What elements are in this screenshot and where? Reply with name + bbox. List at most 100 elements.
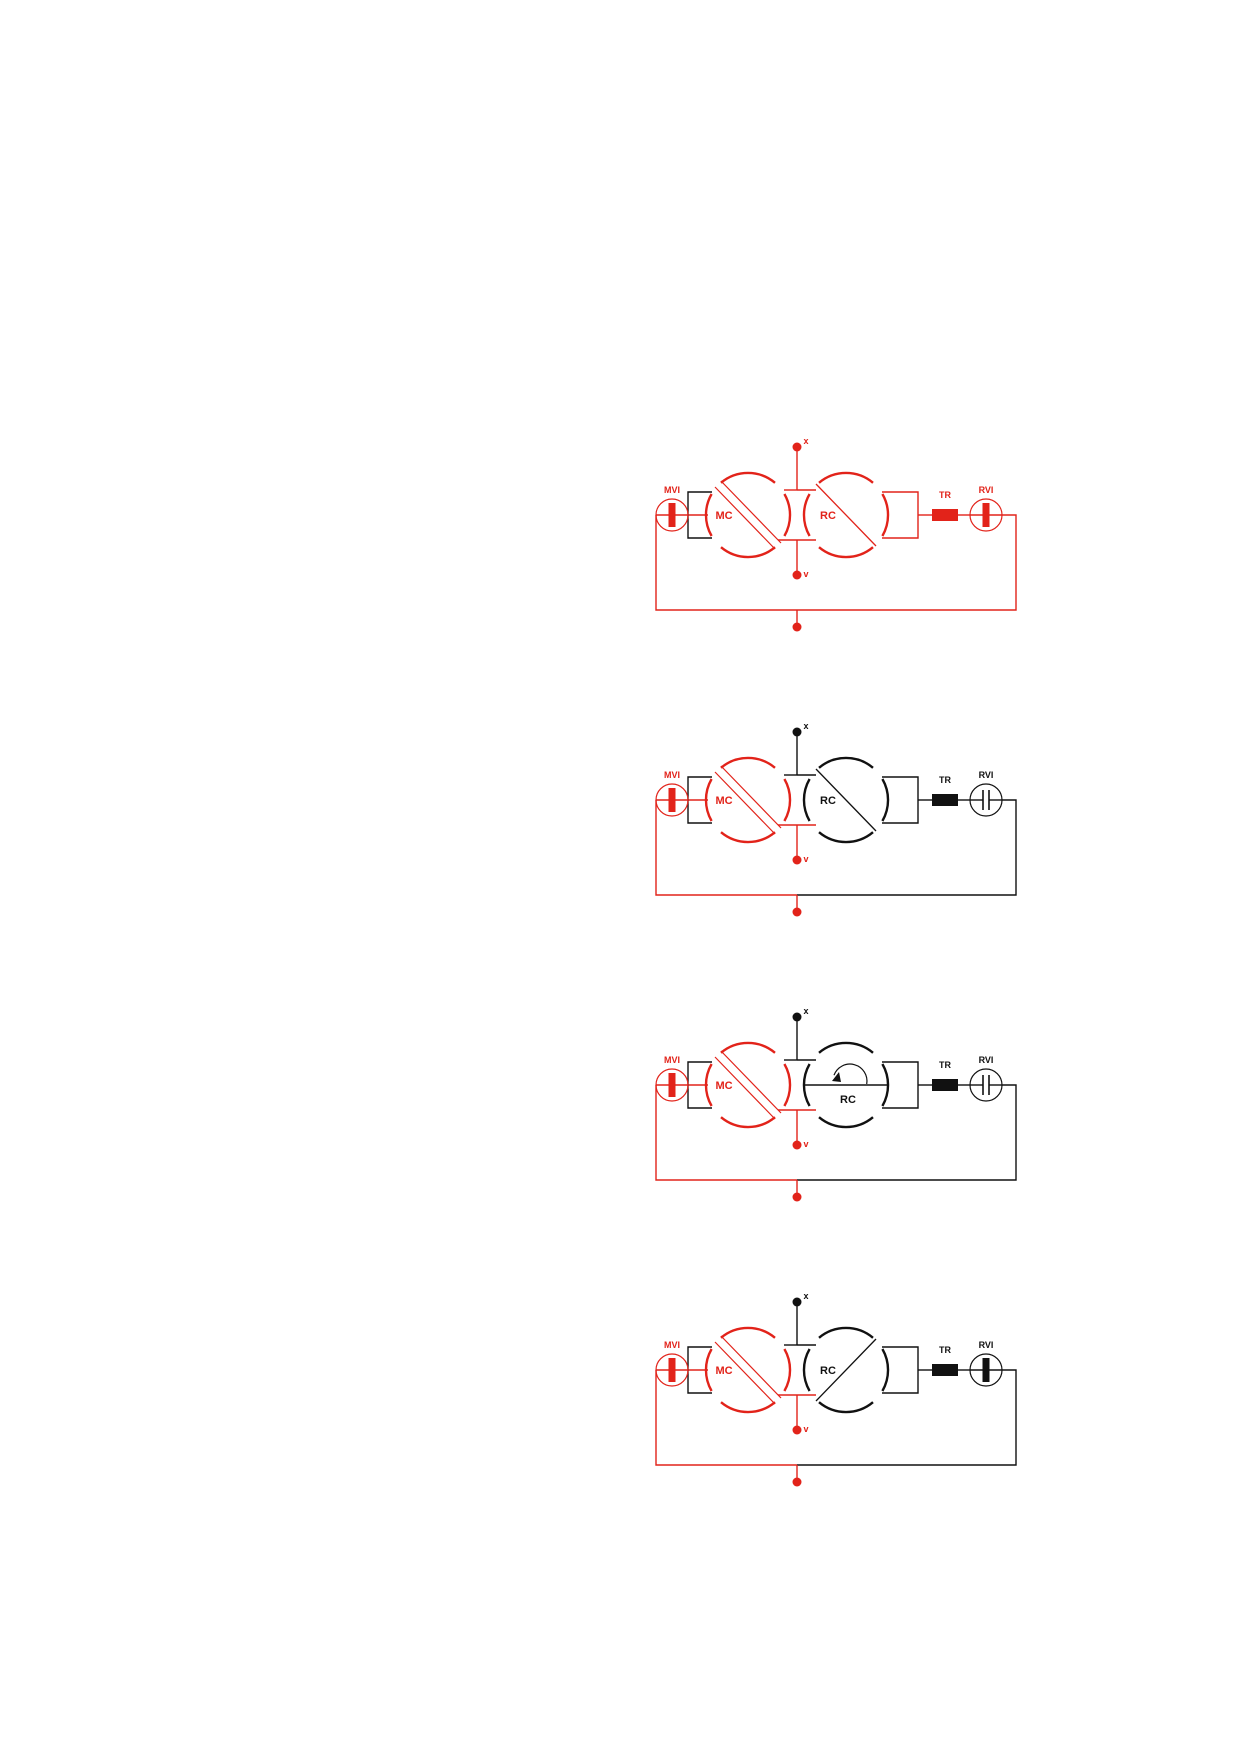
valve-arc-right [881, 778, 890, 822]
port-v-label: v [803, 1424, 808, 1434]
loop-right-wire [797, 799, 1017, 896]
loop-right-wire [797, 1084, 1017, 1181]
loop-left-wire [655, 1085, 797, 1181]
port-v-label: v [803, 1139, 808, 1149]
rvi-label: RVI [979, 770, 994, 780]
tr-resistor-icon [932, 794, 958, 806]
valve-arc-top [720, 1326, 776, 1339]
valve-arc-bottom [818, 546, 874, 559]
mvi-label: MVI [664, 1055, 680, 1065]
rotary-valve-label: RC [820, 510, 836, 522]
rotary-valve-label: MC [715, 510, 732, 522]
rotor-line [720, 480, 782, 544]
rotary-valve: MC [704, 1041, 792, 1129]
valve-arc-left [704, 1063, 713, 1107]
port-v-label: v [803, 854, 808, 864]
valve-arc-left [704, 1348, 713, 1392]
rvi-label: RVI [979, 1340, 994, 1350]
mvi-label: MVI [664, 770, 680, 780]
valve-arc-right [783, 493, 792, 537]
rotary-valve-label: MC [715, 795, 732, 807]
mvi-valve-icon [655, 1353, 689, 1387]
loop-left-wire [655, 800, 797, 896]
loop-right-wire [797, 1369, 1017, 1466]
rotor-line [720, 765, 782, 829]
mvi-label: MVI [664, 485, 680, 495]
rvi-label: RVI [979, 1055, 994, 1065]
valve-arc-top [720, 1041, 776, 1054]
rotor-line [815, 483, 877, 547]
valve-arc-bottom [720, 831, 776, 844]
valve-arc-bottom [720, 546, 776, 559]
rvi-valve-icon [969, 1353, 1003, 1387]
rotor-line [815, 1338, 877, 1402]
valve-arc-top [818, 1326, 874, 1339]
valve-arc-top [720, 471, 776, 484]
valve-arc-top [818, 756, 874, 769]
valve-arc-left [802, 493, 811, 537]
port-v-terminal [792, 1140, 802, 1150]
valve-arc-right [783, 1348, 792, 1392]
mvi-valve-icon [655, 1068, 689, 1102]
valve-bar [668, 788, 676, 812]
rotary-valve: RC [802, 756, 890, 844]
mvi-valve-icon [655, 783, 689, 817]
port-x-label: x [803, 721, 808, 731]
mvi-valve-icon [655, 498, 689, 532]
valve-arc-bottom [720, 1401, 776, 1414]
rotor-line [815, 768, 877, 832]
rotor-line [720, 1335, 782, 1399]
loop-left-wire [655, 1370, 797, 1466]
port-v-terminal [792, 570, 802, 580]
valve-bar [982, 503, 990, 527]
rotary-valve-label: RC [820, 795, 836, 807]
rvi-valve-icon [969, 498, 1003, 532]
rotary-valve: MC [704, 1326, 792, 1414]
rotary-valve: MC [704, 756, 792, 844]
rotor-line [714, 486, 776, 550]
rotary-valve-label: MC [715, 1080, 732, 1092]
rotation-arrowhead-icon [832, 1072, 841, 1082]
rvi-label: RVI [979, 485, 994, 495]
tr-resistor-icon [932, 1364, 958, 1376]
rvi-valve-icon [969, 1068, 1003, 1102]
valve-bar [668, 1073, 676, 1097]
valve-arc-left [802, 1348, 811, 1392]
loop-right-wire [797, 514, 1017, 611]
rotary-valve-label: RC [840, 1094, 856, 1106]
valve-arc-left [704, 778, 713, 822]
tr-resistor-icon [932, 509, 958, 521]
mvi-label: MVI [664, 1340, 680, 1350]
valve-arc-bottom [818, 831, 874, 844]
valve-arc-left [802, 778, 811, 822]
ground-terminal [792, 907, 802, 917]
rotary-valve: MC [704, 471, 792, 559]
rotation-arrow-icon [833, 1063, 868, 1085]
port-v-terminal [792, 1425, 802, 1435]
ground-terminal [792, 622, 802, 632]
rotary-valve-label: MC [715, 1365, 732, 1377]
ground-terminal [792, 1192, 802, 1202]
rotor-line [720, 1050, 782, 1114]
port-v-terminal [792, 855, 802, 865]
loop-left-wire [655, 515, 797, 611]
tr-label: TR [939, 775, 951, 785]
port-x-label: x [803, 436, 808, 446]
circuit-panel-2: x v MC RC MVI TR RVI [655, 710, 1080, 930]
valve-arc-bottom [818, 1116, 874, 1129]
circuit-diagram: x v MC RC MVI TR RVI [655, 721, 1017, 917]
valve-bar [668, 503, 676, 527]
port-x-label: x [803, 1006, 808, 1016]
valve-bar [982, 1358, 990, 1382]
rotary-valve: RC [802, 1326, 890, 1414]
valve-arc-bottom [818, 1401, 874, 1414]
tr-resistor-icon [932, 1079, 958, 1091]
valve-arc-bottom [720, 1116, 776, 1129]
valve-arc-top [720, 756, 776, 769]
valve-arc-left [704, 493, 713, 537]
rotary-valve-label: RC [820, 1365, 836, 1377]
